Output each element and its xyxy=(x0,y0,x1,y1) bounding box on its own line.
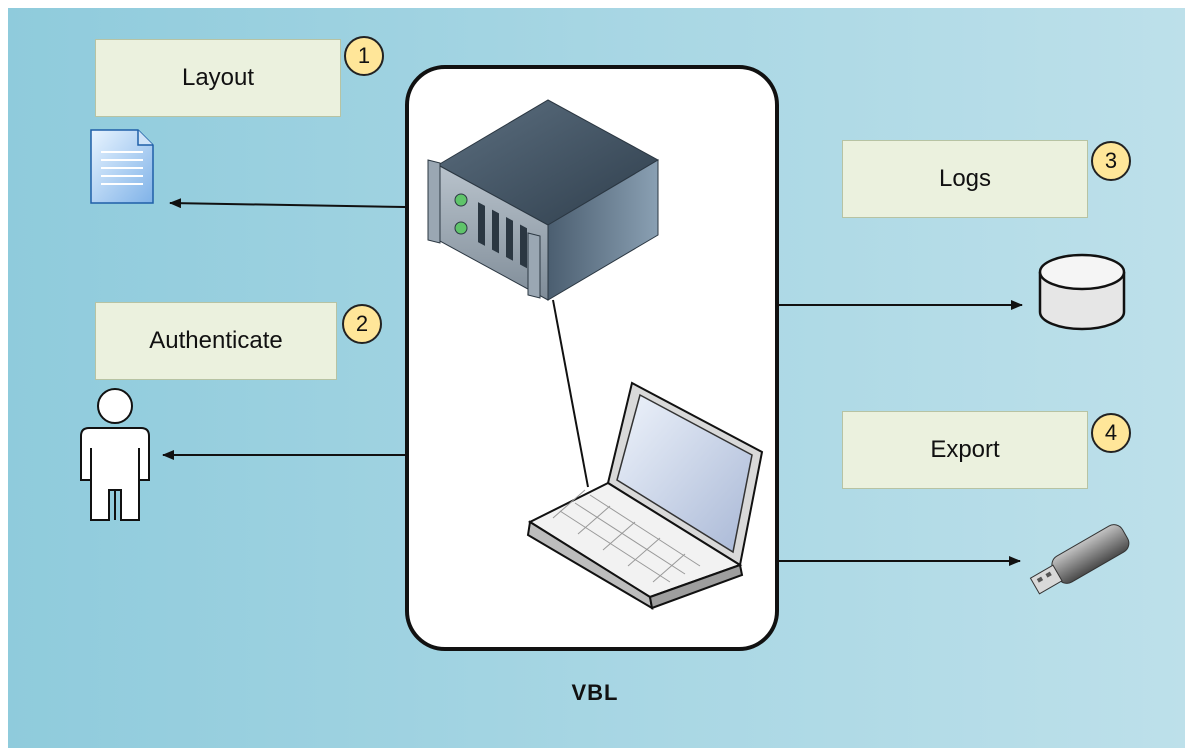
logs-label-text: Logs xyxy=(938,165,992,192)
database-icon xyxy=(1038,253,1126,331)
diagram-caption: VBL xyxy=(571,680,619,705)
authenticate-label: Authenticate xyxy=(95,302,337,380)
laptop-icon xyxy=(526,381,764,610)
authenticate-label-text: Authenticate xyxy=(149,327,283,354)
usb-drive-icon xyxy=(1029,524,1130,595)
user-icon xyxy=(80,388,150,521)
server-icon xyxy=(427,99,660,301)
step-badge-4-text: 4 xyxy=(1104,420,1118,445)
export-label-text: Export xyxy=(930,436,1000,463)
server-laptop-link xyxy=(552,299,589,488)
step-badge-2: 2 xyxy=(342,304,382,344)
step-badge-3: 3 xyxy=(1091,141,1131,181)
step-badge-2-text: 2 xyxy=(355,311,369,336)
layout-arrow xyxy=(169,198,406,209)
export-label: Export xyxy=(842,411,1088,489)
logs-label: Logs xyxy=(842,140,1088,218)
step-badge-4: 4 xyxy=(1091,413,1131,453)
layout-label-text: Layout xyxy=(181,64,255,91)
layout-label: Layout xyxy=(95,39,341,117)
step-badge-1-text: 1 xyxy=(357,43,371,68)
document-icon xyxy=(90,129,154,204)
step-badge-1: 1 xyxy=(344,36,384,76)
step-badge-3-text: 3 xyxy=(1104,148,1118,173)
